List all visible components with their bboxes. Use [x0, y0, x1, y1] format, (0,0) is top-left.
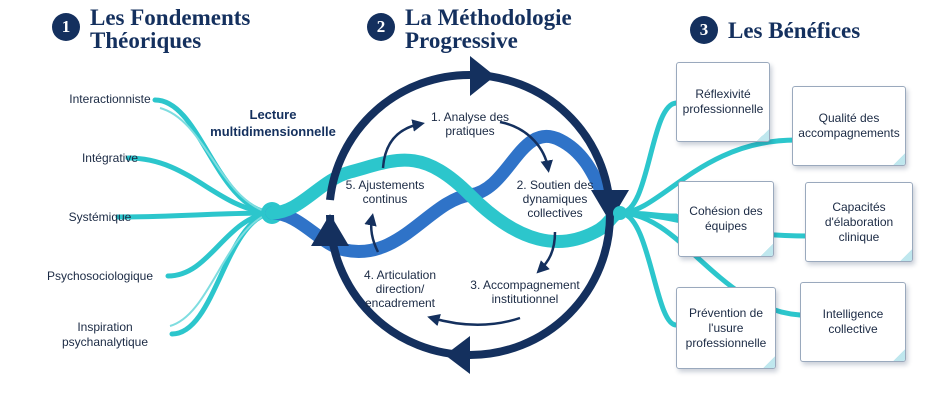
benefit-card-qualite: Qualité des accompagnements [792, 86, 906, 166]
hub-label: Lecture multidimensionnelle [210, 107, 336, 139]
step-analyse-des-pratiques: 1. Analyse des pratiques [430, 110, 510, 138]
step-ajustements-continus: 5. Ajustements continus [345, 178, 425, 206]
foundation-inspiration-psychanalytique: Inspiration psychanalytique [61, 320, 149, 349]
benefit-card-capacites: Capacités d'élaboration clinique [805, 182, 913, 262]
benefit-card-reflexivite: Réflexivité professionnelle [676, 62, 770, 142]
section-header-methodology: 2 La Méthodologie Progressive [367, 6, 595, 52]
card-corner-fold [756, 128, 769, 141]
step-articulation-direction: 4. Articulation direction/ encadrement [363, 268, 437, 310]
benefit-hub [613, 206, 627, 220]
section-title: Les Fondements Théoriques [90, 5, 251, 53]
benefit-label: Cohésion des équipes [689, 204, 763, 233]
section-number-badge: 1 [52, 13, 80, 41]
card-corner-fold [892, 152, 905, 165]
benefit-card-intelligence: Intelligence collective [800, 282, 906, 362]
step-soutien-des-dynamiques: 2. Soutien des dynamiques collectives [516, 178, 594, 220]
inner-step-arrows [364, 119, 557, 327]
benefit-label: Capacités d'élaboration clinique [824, 199, 894, 244]
card-corner-fold [899, 248, 912, 261]
foundation-integrative: Intégrative [81, 151, 139, 165]
step-accompagnement-institutionnel: 3. Accompagnement institutionnel [470, 278, 580, 306]
foundation-systemique: Systémique [68, 210, 132, 224]
section-number-badge: 2 [367, 13, 395, 41]
foundation-thin-strands [159, 107, 271, 327]
card-corner-fold [892, 348, 905, 361]
benefit-label: Qualité des accompagnements [798, 111, 900, 140]
section-number-badge: 3 [690, 16, 718, 44]
cycle-arrowheads [311, 56, 629, 374]
benefit-label: Réflexivité professionnelle [682, 87, 764, 116]
benefit-card-cohesion: Cohésion des équipes [678, 181, 774, 257]
benefit-card-prevention: Prévention de l'usure professionnelle [676, 287, 776, 369]
foundation-psychosociologique: Psychosociologique [46, 269, 154, 283]
section-title: La Méthodologie Progressive [405, 5, 572, 53]
benefit-label: Prévention de l'usure professionnelle [685, 305, 767, 350]
card-corner-fold [760, 243, 773, 256]
section-title: Les Bénéfices [728, 18, 861, 43]
foundation-interactionniste: Interactionniste [69, 92, 151, 106]
card-corner-fold [762, 355, 775, 368]
benefit-label: Intelligence collective [822, 307, 884, 336]
section-header-benefits: 3 Les Bénéfices [690, 16, 928, 44]
section-header-foundations: 1 Les Fondements Théoriques [52, 6, 280, 52]
